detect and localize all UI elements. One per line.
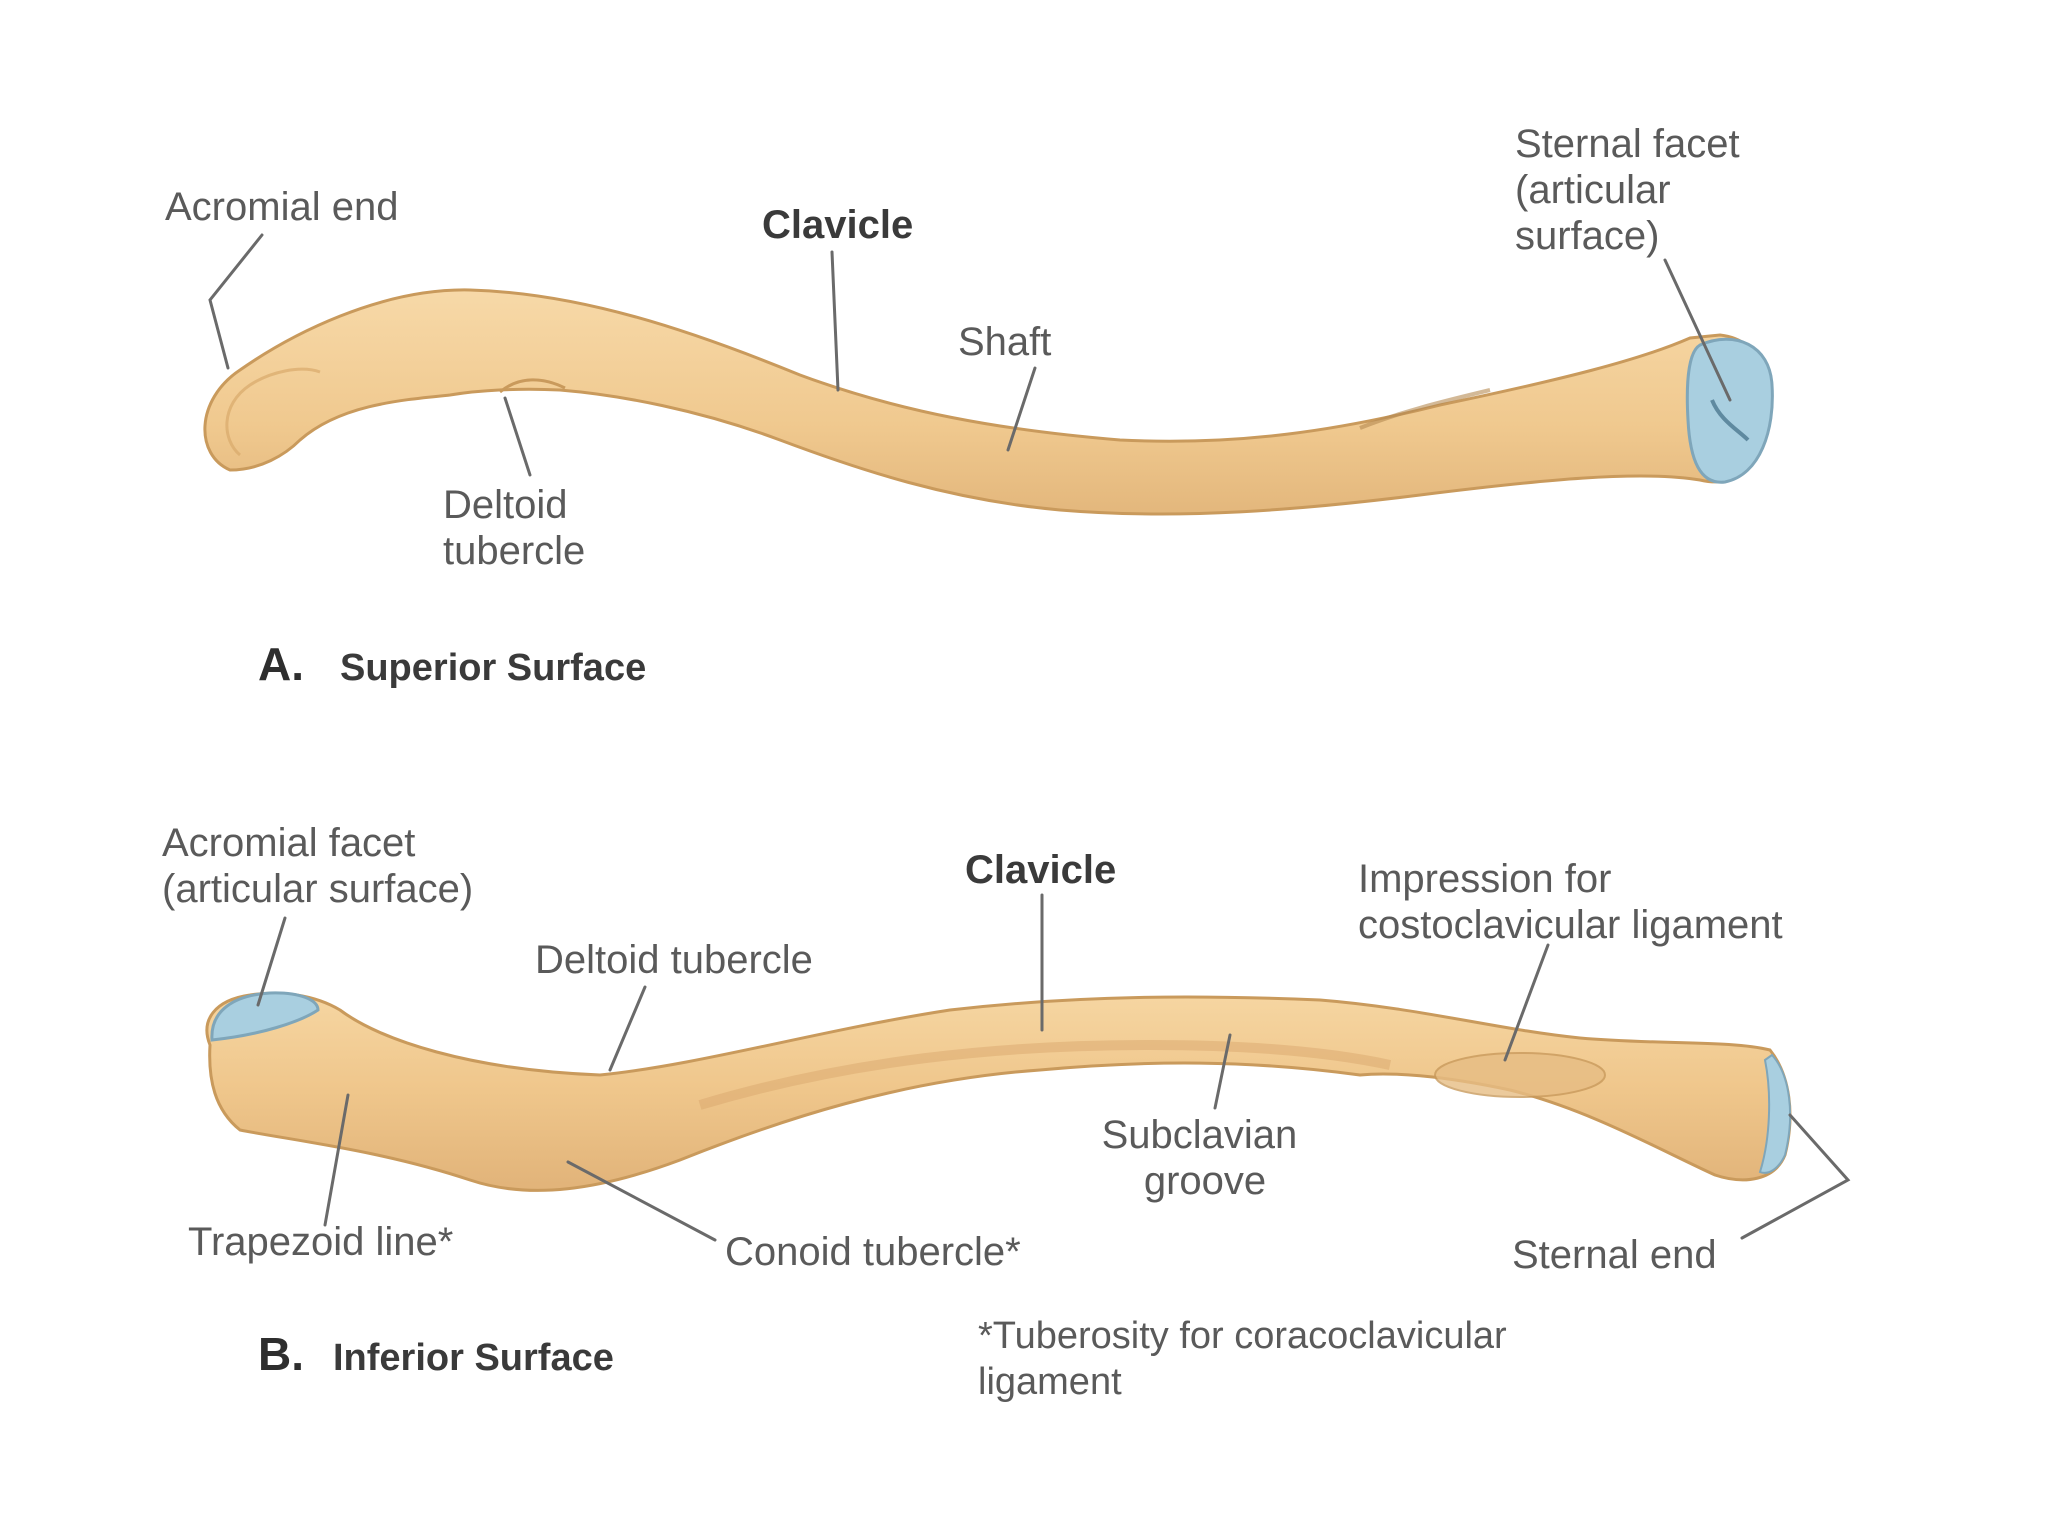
panel-b-letter: B.: [258, 1328, 304, 1380]
label-deltoid-tubercle-a: Deltoid tubercle: [443, 483, 585, 573]
leader-sternal-facet: [1663, 258, 1732, 402]
footnote: *Tuberosity for coracoclavicular ligamen…: [978, 1315, 1517, 1403]
leader-sternal-end: [1740, 1113, 1851, 1240]
panel-a-letter: A.: [258, 638, 304, 690]
leader-subclavian-groove: [1213, 1033, 1232, 1110]
label-deltoid-tubercle-b: Deltoid tubercle: [535, 938, 813, 982]
leader-impression: [1503, 943, 1550, 1062]
sternal-facet-surface: [1685, 337, 1774, 484]
label-conoid-tubercle: Conoid tubercle*: [725, 1230, 1021, 1274]
leader-acromial-end: [208, 233, 264, 370]
leader-shaft: [1006, 366, 1037, 452]
leader-conoid-tubercle: [566, 1160, 717, 1242]
leader-deltoid-tubercle-a: [503, 396, 532, 477]
label-acromial-facet: Acromial facet (articular surface): [162, 821, 473, 911]
deltoid-tubercle-bump: [499, 378, 566, 394]
leader-clavicle-a: [830, 250, 840, 392]
panel-a-superior: Acromial end Clavicle Shaft Sternal face…: [165, 122, 1774, 690]
label-impression: Impression for costoclavicular ligament: [1358, 857, 1783, 947]
label-clavicle-a: Clavicle: [762, 203, 913, 247]
label-trapezoid-line: Trapezoid line*: [188, 1220, 453, 1264]
label-acromial-end: Acromial end: [165, 185, 398, 229]
costoclavicular-ridge: [1359, 388, 1491, 430]
acromial-end-shading: [225, 367, 321, 457]
label-clavicle-b: Clavicle: [965, 848, 1116, 892]
panel-a-title: Superior Surface: [340, 647, 646, 689]
subclavian-groove-shading: [698, 1039, 1392, 1110]
panel-b-inferior: Acromial facet (articular surface) Clavi…: [162, 821, 1851, 1403]
leader-deltoid-tubercle-b: [608, 985, 647, 1072]
sternal-end-facet: [1758, 1053, 1792, 1174]
label-sternal-end: Sternal end: [1512, 1233, 1717, 1277]
leader-acromial-facet: [256, 916, 287, 1007]
panel-b-title: Inferior Surface: [333, 1337, 614, 1379]
sternal-facet-groove: [1710, 399, 1750, 442]
label-subclavian-groove: Subclavian groove: [1102, 1113, 1309, 1203]
leader-trapezoid-line: [323, 1093, 350, 1227]
acromial-facet-surface: [210, 991, 320, 1042]
label-sternal-facet: Sternal facet (articular surface): [1515, 122, 1751, 258]
costoclavicular-impression: [1434, 1052, 1606, 1098]
label-shaft: Shaft: [958, 320, 1051, 364]
